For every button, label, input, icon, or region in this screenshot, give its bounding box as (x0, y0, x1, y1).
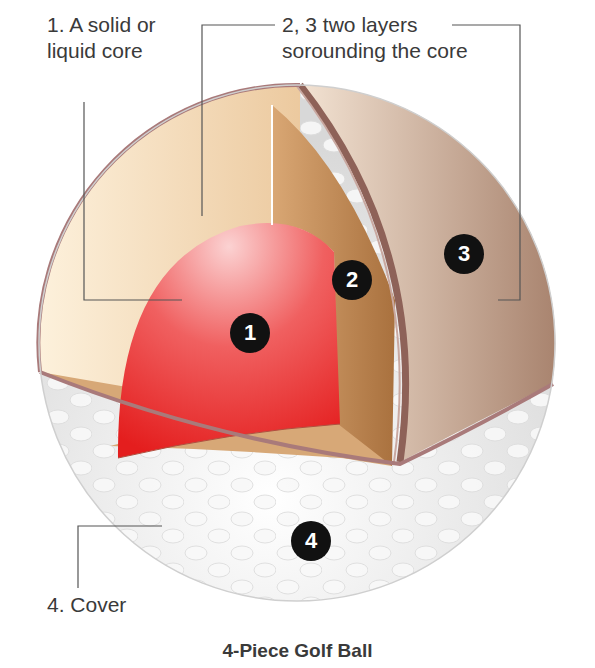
part-label: 4. Cover (47, 592, 207, 618)
diagram-title: 4-Piece Golf Ball (0, 640, 595, 662)
callout-text: 1 (244, 322, 256, 344)
callout-number: 2 (332, 260, 372, 300)
callout-text: 3 (458, 243, 470, 265)
callout-text: 4 (305, 530, 317, 552)
part-label: 2, 3 two layers sorounding the core (282, 12, 527, 64)
callout-number: 3 (444, 234, 484, 274)
part-label: 1. A solid or liquid core (47, 12, 165, 64)
callout-number: 4 (291, 521, 331, 561)
callout-text: 2 (346, 269, 358, 291)
callout-number: 1 (230, 313, 270, 353)
